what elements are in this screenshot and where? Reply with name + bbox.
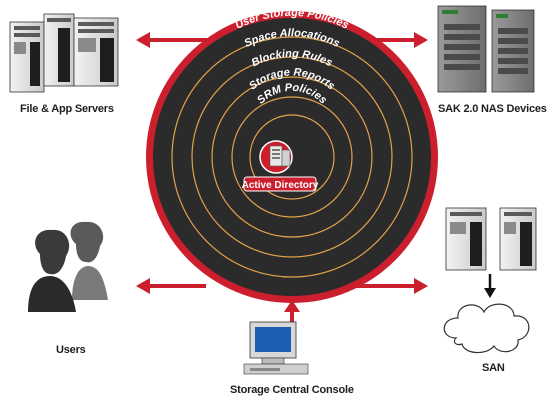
san-label: SAN [482, 362, 505, 374]
active-directory-hub: Active Directory [242, 140, 319, 192]
nas-devices-label: SAK 2.0 NAS Devices [438, 103, 547, 115]
directory-server-icon [269, 145, 291, 167]
storage-central-console-label: Storage Central Console [230, 384, 354, 396]
nas-devices-icon [437, 5, 535, 93]
cloud-icon [443, 303, 530, 354]
users-icon [28, 221, 108, 312]
file-app-servers-icon [9, 13, 119, 93]
active-directory-label: Active Directory [242, 180, 319, 191]
policy-disk: User Storage Policies Space Allocations … [146, 7, 438, 303]
users-label: Users [56, 344, 86, 356]
san-servers-icon [445, 207, 537, 298]
computer-console-icon [243, 321, 309, 375]
file-app-servers-label: File & App Servers [20, 103, 114, 115]
